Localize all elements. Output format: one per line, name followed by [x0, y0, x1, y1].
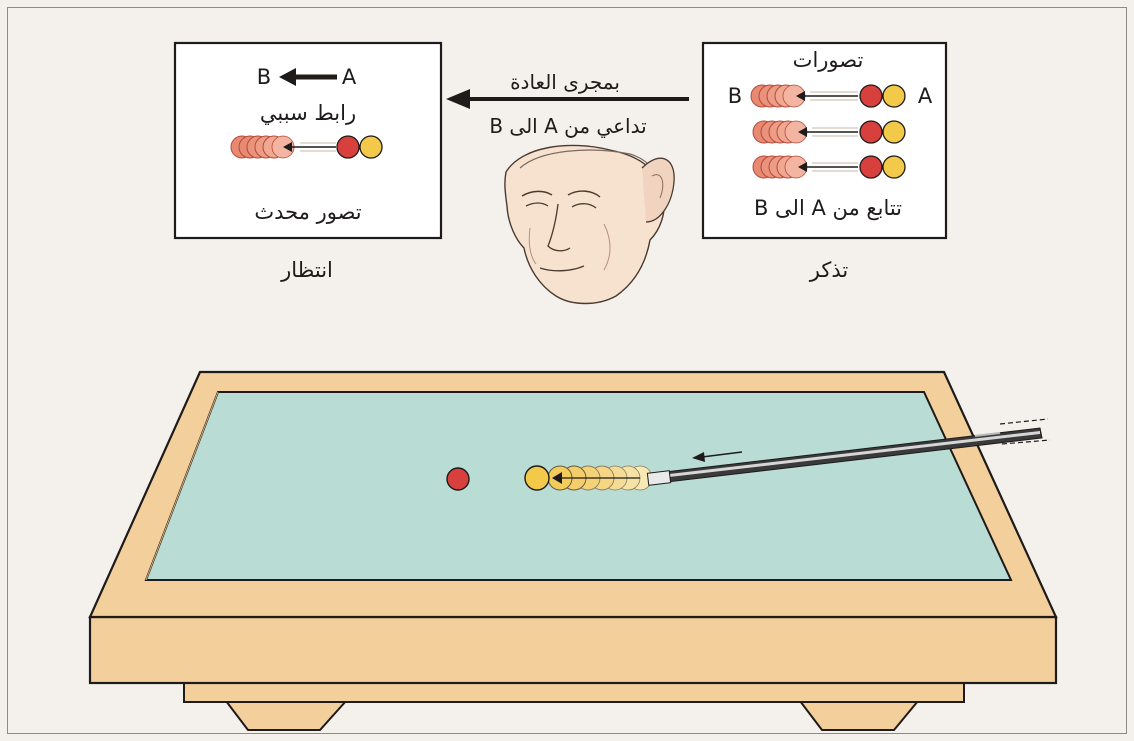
perceptions-heading: تصورات [793, 48, 864, 72]
causal-label-a: A [342, 65, 357, 89]
table-bottom-rail [184, 682, 964, 702]
causal-link-heading: رابط سببي [260, 101, 356, 125]
table-leg-right [800, 701, 918, 730]
habit-label: بمجرى العادة [510, 70, 620, 94]
association-label: تداعي من A الى B [489, 114, 646, 139]
table-front-apron [90, 617, 1056, 683]
memory-label-b: B [728, 84, 742, 108]
table-leg-left [226, 701, 346, 730]
expectation-box: B A رابط سببي تصور محدث [175, 43, 441, 238]
updated-perception-caption: تصور محدث [254, 200, 361, 224]
expectation-label: انتظار [280, 258, 333, 282]
thinking-head-illustration [505, 145, 674, 303]
memory-label: تذكر [809, 258, 849, 282]
memory-label-a: A [918, 84, 933, 108]
habit-arrow: بمجرى العادة تداعي من A الى B [446, 70, 689, 139]
memory-box: تصورات B A [703, 43, 946, 238]
causal-label-b: B [257, 65, 271, 89]
sequence-caption: تتابع من A الى B [754, 196, 902, 220]
billiard-table [90, 372, 1056, 730]
yellow-ball-motion [525, 466, 652, 490]
arrow-head-icon [446, 89, 470, 109]
red-ball [447, 468, 469, 490]
